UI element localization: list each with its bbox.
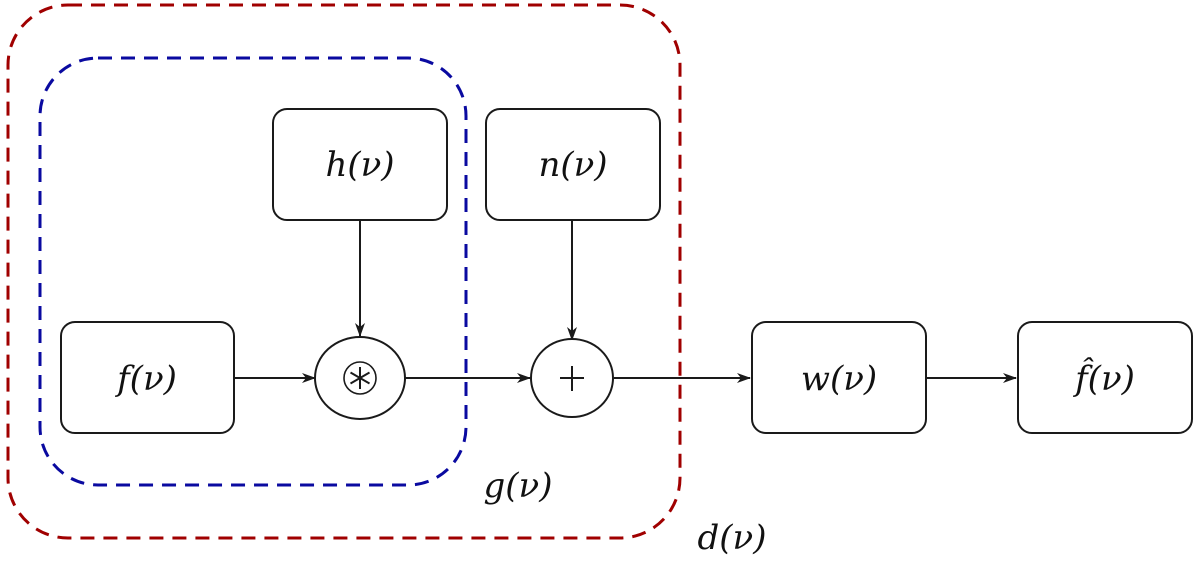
block-w: w(ν) — [751, 321, 927, 434]
convolution-icon — [343, 361, 377, 395]
block-n: n(ν) — [485, 108, 661, 221]
group-d-boundary — [6, 3, 682, 540]
asterisk-icon — [349, 367, 371, 389]
sum-node — [530, 338, 614, 418]
block-h-label: h(ν) — [325, 145, 394, 185]
block-w-label: w(ν) — [801, 359, 877, 399]
group-g-label: g(ν) — [484, 466, 553, 506]
block-fhat: f̂(ν) — [1017, 321, 1193, 434]
convolution-node — [314, 336, 406, 420]
group-g-boundary — [38, 56, 468, 487]
plus-icon — [560, 366, 584, 391]
group-d-label: d(ν) — [698, 518, 767, 558]
block-h: h(ν) — [272, 108, 448, 221]
block-f-label: f(ν) — [114, 359, 177, 399]
block-n-label: n(ν) — [538, 145, 607, 185]
block-f: f(ν) — [60, 321, 235, 434]
block-fhat-label: f̂(ν) — [1072, 357, 1135, 399]
